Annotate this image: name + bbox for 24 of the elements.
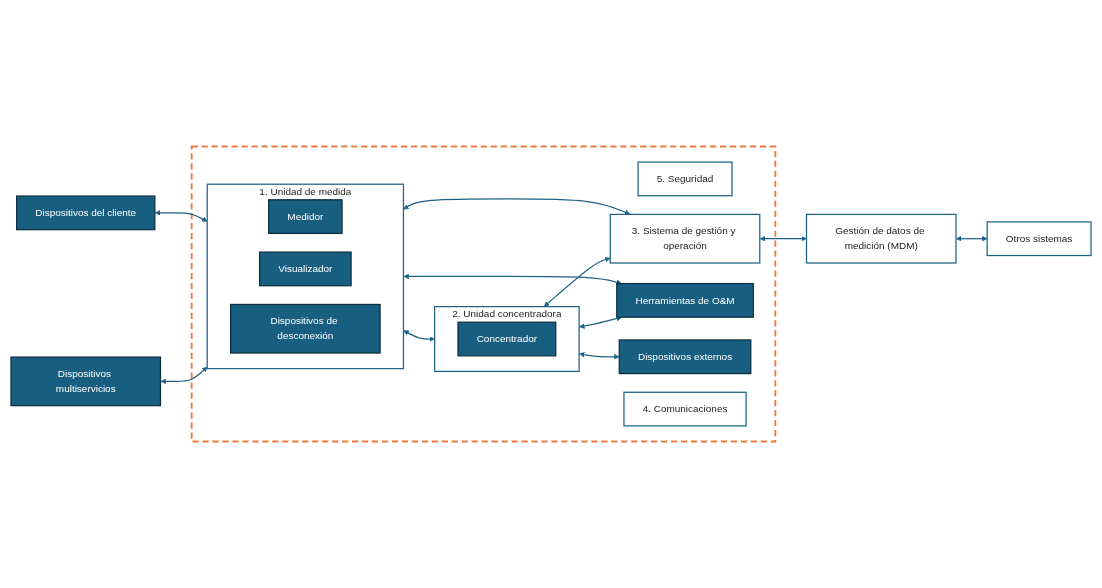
node-box: Dispositivos multiservicios bbox=[10, 356, 162, 407]
arrow bbox=[759, 235, 807, 242]
arrow bbox=[579, 351, 620, 360]
node-box: Herramientas de O&M bbox=[616, 282, 754, 318]
arrow bbox=[579, 315, 622, 329]
node-box: Dispositivos de desconexión bbox=[229, 303, 381, 354]
node-box: 4. Comunicaciones bbox=[623, 391, 747, 427]
node-box: Visualizador bbox=[258, 251, 352, 287]
node-box: 5. Seguridad bbox=[637, 161, 733, 197]
arrow bbox=[154, 210, 208, 222]
arrow bbox=[956, 235, 988, 242]
node-box: Gestión de datos de medición (MDM) bbox=[805, 213, 957, 264]
node-box: Dispositivos externos bbox=[618, 339, 752, 375]
node-box: Concentrador bbox=[457, 321, 557, 357]
arrow bbox=[403, 198, 631, 215]
arrow bbox=[160, 366, 208, 385]
arrow bbox=[543, 256, 611, 307]
arrow bbox=[403, 273, 622, 285]
arrow bbox=[403, 330, 435, 342]
node-box: Otros sistemas bbox=[986, 221, 1092, 257]
cluster bbox=[190, 145, 777, 443]
node-box: Medidor bbox=[268, 199, 343, 235]
node-box: Dispositivos del cliente bbox=[16, 195, 156, 231]
node-box: 3. Sistema de gestión y operación bbox=[609, 213, 761, 264]
